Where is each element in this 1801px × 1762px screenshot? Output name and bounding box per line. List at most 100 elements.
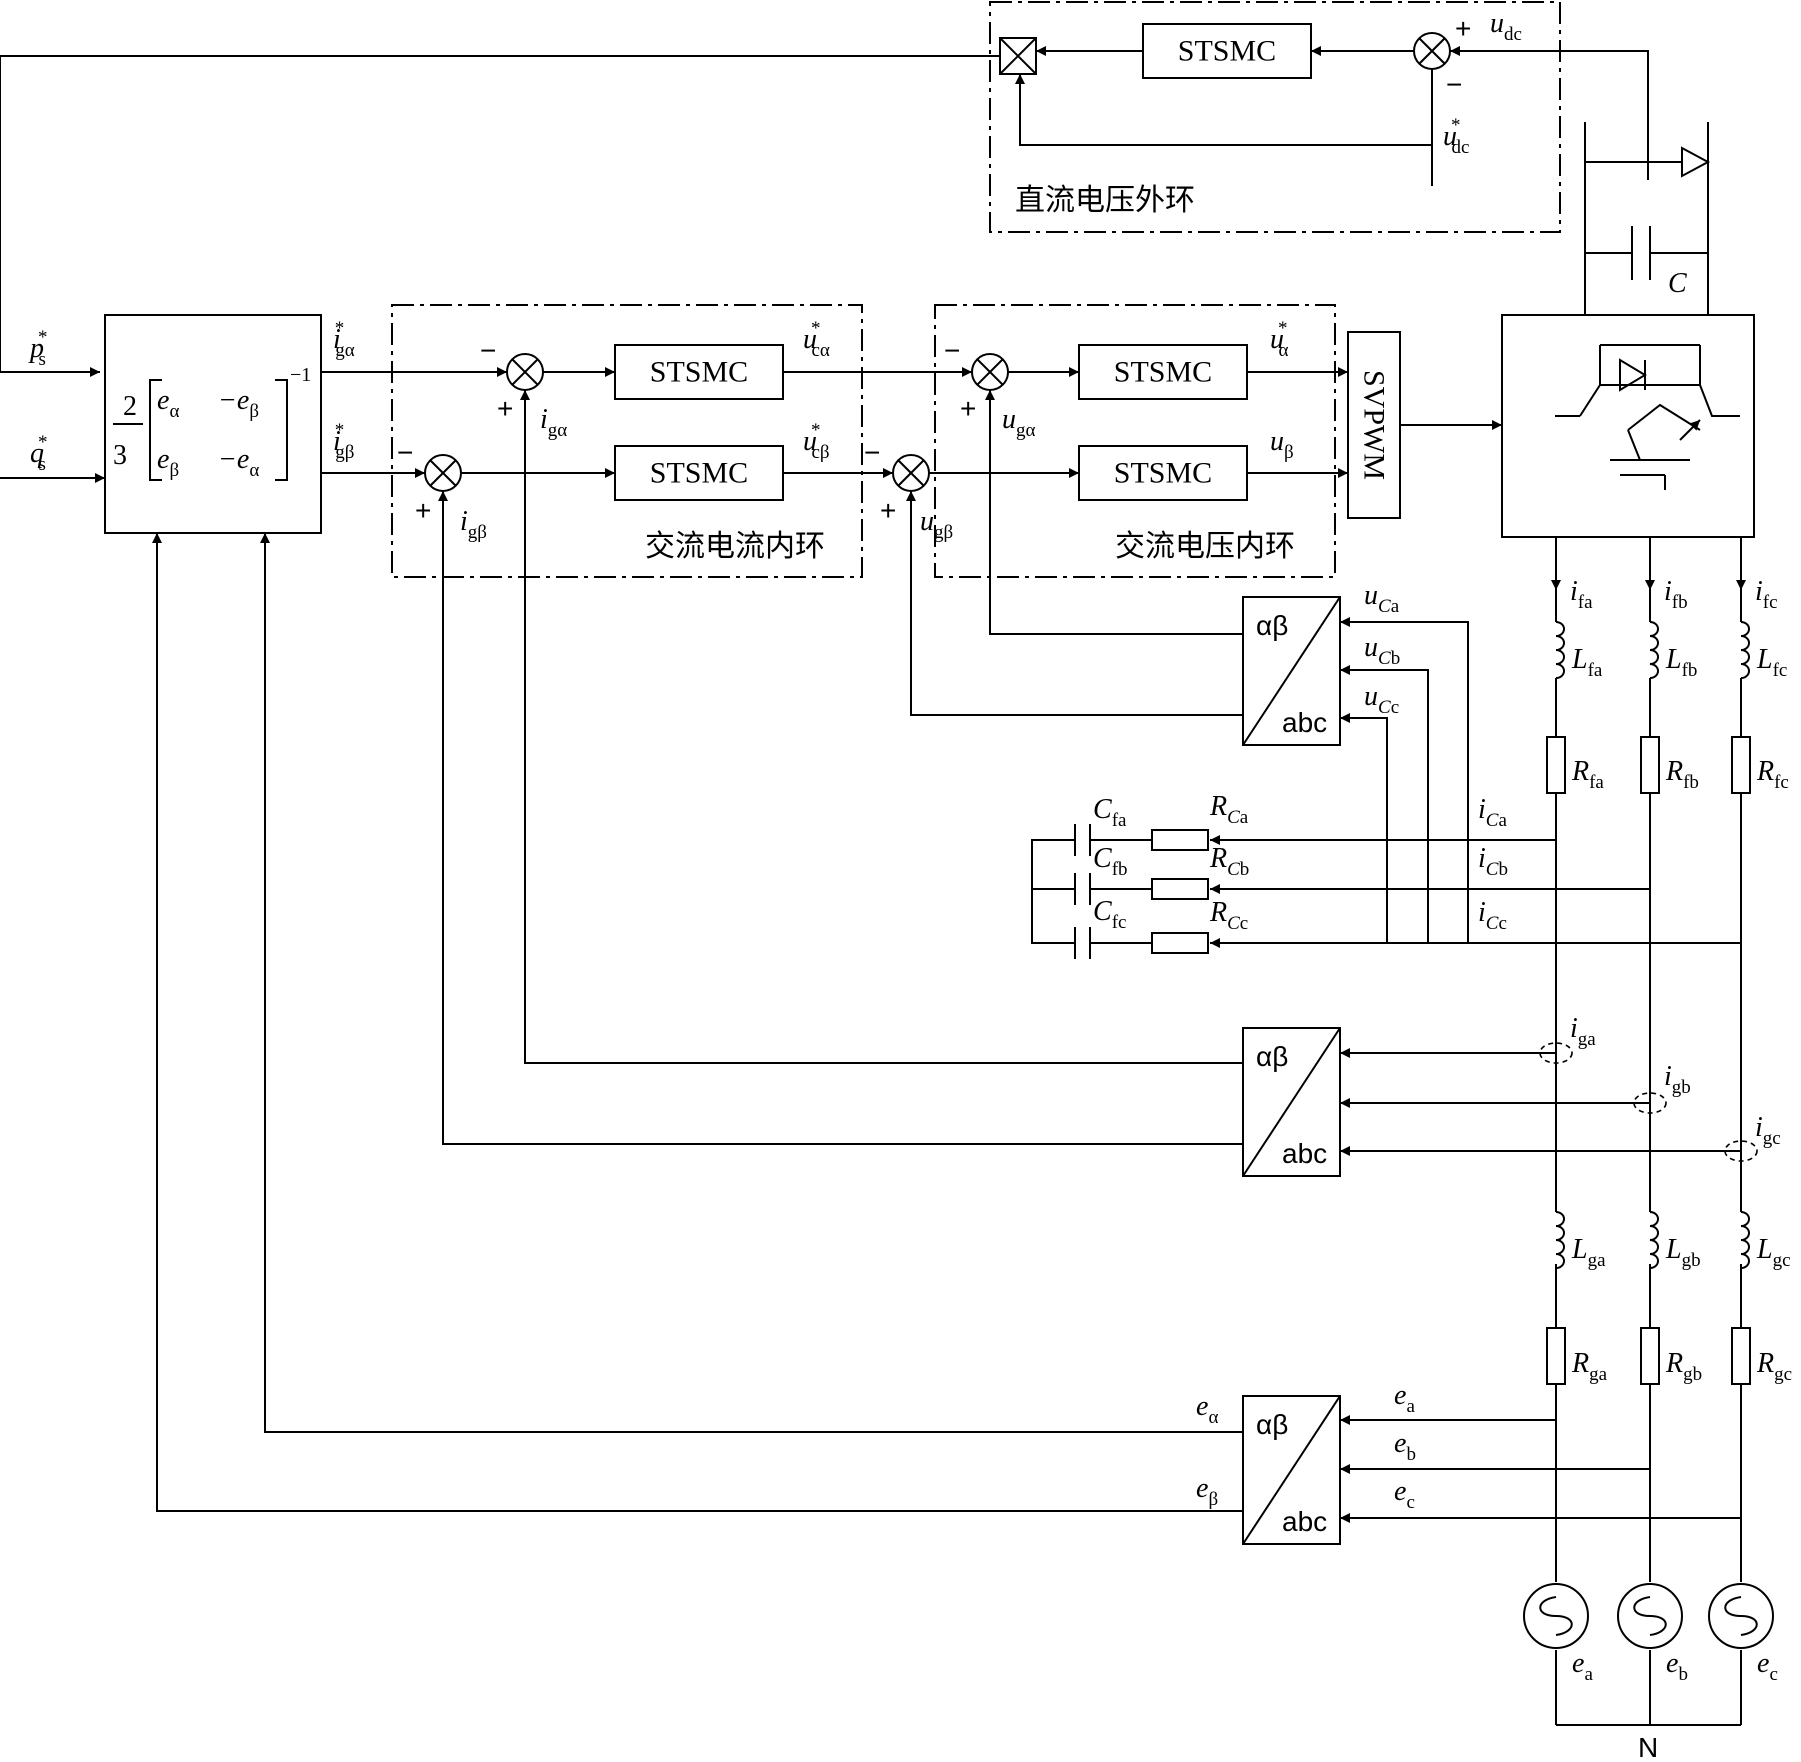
current-sensor-a — [1539, 1042, 1573, 1064]
resistor-fa-icon — [1546, 736, 1566, 794]
dc-sum-minus: − — [1446, 69, 1462, 100]
label-iCc: iCc — [1478, 897, 1507, 934]
label-Rgb: Rgb — [1665, 1348, 1702, 1385]
label-eb_in: eb — [1394, 1428, 1416, 1465]
inductor-gc-icon — [1740, 1211, 1750, 1269]
label-ub: uβ — [1270, 426, 1294, 463]
matrix-inverse: −1 — [290, 364, 311, 386]
label-Cfc: Cfc — [1093, 896, 1126, 933]
label-Cfa: Cfa — [1093, 794, 1127, 831]
label-Lfb: Lfb — [1665, 644, 1697, 681]
label-iga: igα — [540, 404, 567, 441]
cap-resistor-c-icon — [1151, 932, 1209, 954]
label-uCc: uCc — [1364, 681, 1399, 718]
resistor-fb-icon — [1640, 736, 1660, 794]
label-RCc: RCc — [1209, 897, 1248, 934]
label-uga: ugα — [1002, 404, 1036, 441]
label-ucb_ref: u*cβ — [803, 420, 830, 463]
label-Rfa: Rfa — [1571, 756, 1604, 793]
ia-sum-minus: − — [480, 335, 496, 366]
inductor-fb-icon — [1649, 621, 1659, 679]
cap-resistor-a-icon — [1151, 829, 1209, 851]
label-Lfc: Lfc — [1756, 644, 1787, 681]
matrix-m22: −eα — [218, 444, 259, 481]
ub-sum-minus: − — [864, 437, 880, 468]
label-igb: igβ — [460, 506, 487, 543]
stsmc-ub-label: STSMC — [1114, 457, 1212, 490]
phase-lines — [1551, 537, 1746, 622]
stsmc-ib-label: STSMC — [650, 457, 748, 490]
label-Rga: Rga — [1571, 1348, 1608, 1385]
current-loop-region — [391, 304, 863, 578]
resistor-fc-icon — [1731, 736, 1751, 794]
ac-source-b-icon — [1617, 1583, 1683, 1649]
tc-top: αβ — [1256, 1041, 1288, 1072]
inductor-gb-icon — [1649, 1211, 1659, 1269]
label-ifb: ifb — [1664, 576, 1688, 613]
label-ps: p*s — [28, 327, 48, 370]
label-uca_ref: u*cα — [803, 318, 830, 361]
ua-sum-plus: + — [960, 393, 976, 424]
tv-top: αβ — [1256, 610, 1288, 641]
matrix-m11: eα — [157, 385, 179, 422]
label-eb_src: eb — [1666, 1648, 1688, 1685]
label-ua_ref: u*α — [1270, 318, 1289, 361]
matrix-m12: −eβ — [218, 385, 259, 422]
stsmc-ia-label: STSMC — [650, 356, 748, 389]
cap-resistor-b-icon — [1151, 878, 1209, 900]
label-ec_src: ec — [1757, 1648, 1778, 1685]
stsmc-ib-block — [614, 445, 784, 501]
current-loop-label: 交流电流内环 — [645, 529, 825, 564]
label-ea_src: ea — [1572, 1648, 1593, 1685]
label-Rfb: Rfb — [1665, 756, 1699, 793]
inductor-fa-icon — [1555, 621, 1565, 679]
resistor-gb-icon — [1640, 1327, 1660, 1385]
sum-junction-ia — [506, 353, 544, 391]
sum-junction-dc — [1413, 32, 1451, 70]
label-ec_in: ec — [1394, 1476, 1415, 1513]
label-ifa: ifa — [1570, 576, 1593, 613]
ib-sum-plus: + — [415, 495, 431, 526]
tg-bottom: abc — [1282, 1506, 1327, 1537]
ac-source-a-icon — [1523, 1583, 1589, 1649]
tv-bottom: abc — [1282, 707, 1327, 738]
label-igb_m: igb — [1664, 1061, 1691, 1098]
sum-junction-ua — [971, 353, 1009, 391]
label-Lgc: Lgc — [1756, 1234, 1791, 1271]
converter-block — [1501, 314, 1755, 538]
label-Lga: Lga — [1571, 1234, 1606, 1271]
stsmc-ub-block — [1078, 445, 1248, 501]
ib-sum-minus: − — [397, 437, 413, 468]
stsmc-ia-block — [614, 344, 784, 400]
tg-top: αβ — [1256, 1409, 1288, 1440]
label-udc_ref: u*dc — [1443, 115, 1469, 158]
label-Rgc: Rgc — [1756, 1348, 1792, 1385]
current-sensor-b — [1633, 1092, 1667, 1114]
resistor-ga-icon — [1546, 1327, 1566, 1385]
label-Lfa: Lfa — [1571, 644, 1603, 681]
label-ea_in: ea — [1394, 1380, 1415, 1417]
label-Cfb: Cfb — [1093, 843, 1128, 880]
dc-diode-icon — [1681, 146, 1711, 178]
label-iCb: iCb — [1478, 843, 1508, 880]
label-ugb: ugβ — [920, 506, 953, 543]
inductor-fc-icon — [1740, 621, 1750, 679]
frac-den: 3 — [113, 440, 127, 471]
label-qs: q*s — [30, 432, 48, 475]
voltage-loop-region — [934, 304, 1336, 578]
resistor-gc-icon — [1731, 1327, 1751, 1385]
dc-loop-label: 直流电压外环 — [1015, 183, 1195, 218]
sum-junction-ib — [424, 454, 462, 492]
label-C: C — [1668, 268, 1687, 299]
label-uCb: uCb — [1364, 632, 1400, 669]
ub-sum-plus: + — [880, 495, 896, 526]
label-uCa: uCa — [1364, 580, 1400, 617]
matrix-m21: eβ — [157, 444, 179, 481]
igbt-icon — [1555, 344, 1740, 490]
phase-trunks — [1555, 692, 1742, 1726]
ac-source-c-icon — [1708, 1583, 1774, 1649]
frac-num: 2 — [123, 391, 137, 422]
stsmc-dc-label: STSMC — [1178, 35, 1276, 68]
label-iCa: iCa — [1478, 794, 1507, 831]
